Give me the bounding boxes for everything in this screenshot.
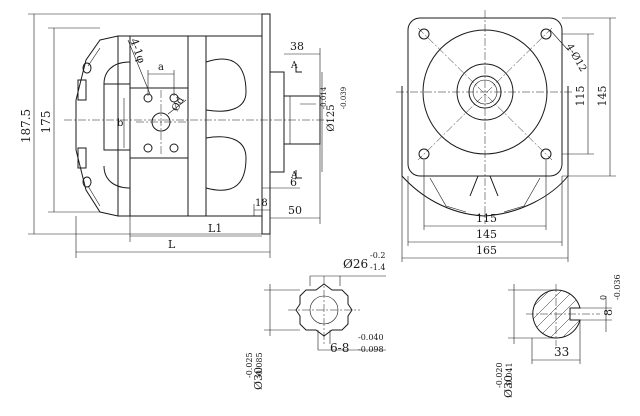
dim-key: 8 — [602, 309, 615, 316]
dim-line-115-h — [423, 160, 547, 230]
body2-contour-top — [205, 58, 247, 112]
section-mark-a-bottom: A — [290, 171, 298, 181]
spline-centerlines — [288, 276, 360, 344]
dim-145-h: 145 — [476, 228, 497, 241]
leader-ports — [127, 39, 151, 95]
front-housing-ribs — [429, 177, 541, 213]
dim-spline-teeth: 6-8 — [330, 341, 349, 355]
bolt-hole-tr — [540, 28, 552, 40]
dim-line-L — [75, 216, 271, 258]
dim-line-145-v — [562, 17, 616, 177]
port-bolt-3 — [143, 143, 153, 153]
spline-profile — [295, 283, 353, 337]
dim-key-upper: 0 — [599, 295, 608, 300]
dim-line-spline-dia — [264, 284, 300, 336]
end-boss-bottom — [77, 147, 87, 169]
dim-line-key — [576, 296, 612, 332]
section-mark-lines — [295, 64, 302, 179]
dim-line-key-33 — [531, 320, 581, 364]
dim-shaft-length: 38 — [290, 40, 304, 53]
bolt-hole-br — [540, 148, 552, 160]
side-end-cap — [75, 35, 119, 217]
dim-line-18 — [253, 204, 270, 216]
dim-line-145-h — [407, 176, 563, 246]
dim-flange-tol-upper: -0.014 — [320, 86, 328, 109]
dim-port-a: a — [158, 62, 164, 73]
dim-6: 6 — [290, 176, 297, 189]
dim-line-spline-outer — [309, 275, 341, 286]
front-view: 4-Ø12 115 145 115 145 165 — [396, 10, 616, 262]
dim-bolt-holes: 4-Ø12 — [563, 42, 588, 74]
dim-line-spline-teeth — [317, 330, 386, 351]
dim-spline-dia-upper: -0.025 — [245, 352, 254, 378]
front-housing-lower — [401, 86, 569, 217]
dim-key-dia-lower: -0.041 — [505, 362, 514, 388]
front-bolt-diagonals — [417, 27, 553, 161]
key-shaft-section — [532, 289, 581, 339]
dim-key-lower: -0.036 — [613, 274, 622, 300]
dim-spline-outer: Ø26 — [343, 257, 368, 271]
dim-L1: L1 — [208, 222, 222, 235]
dim-line-165-h — [401, 176, 569, 262]
port-centerline — [136, 90, 186, 156]
dim-overall-height: 187.5 — [19, 109, 33, 143]
dim-port-b: b — [117, 118, 123, 129]
key-centerlines — [526, 284, 600, 346]
dim-flange-tol-lower: -0.039 — [340, 87, 348, 109]
dim-L: L — [168, 238, 176, 251]
body1-contour — [103, 61, 131, 189]
dim-115-h: 115 — [476, 212, 497, 225]
key-detail: 8 0 -0.036 Ø30 -0.020 -0.041 33 — [495, 274, 622, 398]
dim-key-dia-upper: -0.020 — [495, 362, 504, 388]
side-port-flange-1 — [103, 83, 131, 151]
dim-18: 18 — [255, 198, 268, 209]
side-body-plate-2 — [187, 35, 207, 217]
dim-145-v: 145 — [596, 86, 609, 107]
flange-spigot — [269, 71, 285, 173]
dim-spline-teeth-lower: -0.098 — [358, 345, 384, 354]
bolt-hole-bl — [418, 148, 430, 160]
end-boss-top — [77, 79, 87, 101]
end-bolt-bottom — [82, 176, 92, 188]
dim-165-h: 165 — [476, 244, 497, 257]
dim-spline-outer-lower: -1.4 — [370, 263, 385, 272]
key-hatching — [532, 290, 580, 339]
body2-contour-bottom — [205, 136, 247, 191]
side-view: A A 187.5 175 4-1φ a b Ød 38 Ø125 -0.014… — [19, 13, 348, 258]
dim-body-height: 175 — [39, 111, 53, 134]
dim-line-a — [147, 70, 175, 96]
dim-line-overall-height — [28, 13, 262, 235]
dim-key-dia: Ø30 — [502, 375, 515, 398]
bolt-hole-tl — [418, 28, 430, 40]
dim-line-50 — [270, 144, 321, 224]
dim-115-v: 115 — [574, 86, 587, 107]
leader-bolt-holes — [549, 29, 569, 51]
dim-line-115-v — [562, 33, 594, 155]
dim-spline-outer-upper: -0.2 — [370, 251, 385, 260]
leader-port-d — [167, 99, 187, 115]
spline-detail: Ø26 -0.2 -1.4 6-8 -0.040 -0.098 Ø30 -0.0… — [245, 251, 386, 390]
port-bolt-4 — [169, 143, 179, 153]
side-body-2 — [205, 35, 263, 217]
dim-line-shaft — [284, 48, 321, 96]
dim-spline-dia-lower: -0.085 — [255, 352, 264, 378]
side-end-cap-edge — [87, 47, 101, 207]
dim-flange-dia: Ø125 — [326, 104, 337, 131]
dim-line-body-height — [48, 27, 100, 213]
dim-line-L1 — [129, 216, 262, 242]
dim-key-33: 33 — [554, 345, 569, 359]
end-bolt-top — [82, 62, 92, 74]
front-centerlines — [396, 10, 574, 224]
dim-50: 50 — [288, 204, 302, 217]
dim-spline-teeth-upper: -0.040 — [358, 333, 384, 342]
front-housing-boss — [469, 175, 499, 197]
section-mark-a-top: A — [290, 61, 298, 71]
dim-spline-dia: Ø30 — [252, 367, 265, 390]
